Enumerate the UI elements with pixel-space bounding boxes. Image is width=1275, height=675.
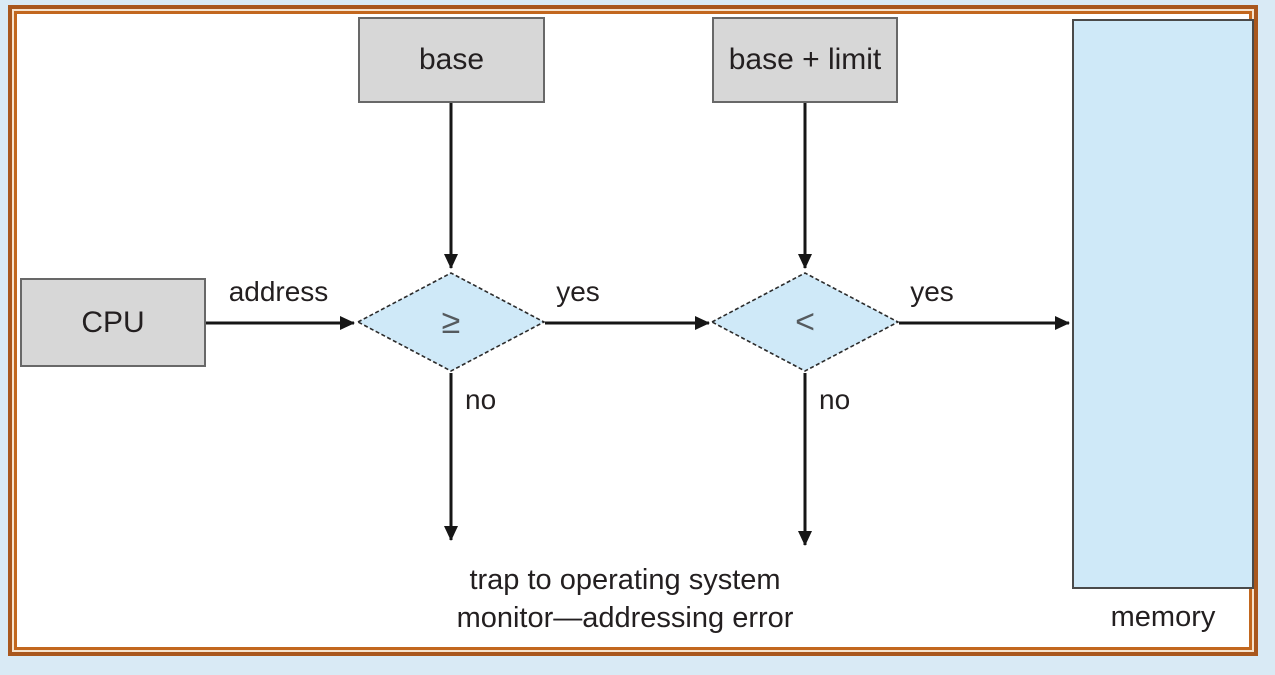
base-register-label: base xyxy=(418,43,485,76)
decision-ge-symbol: ≥ xyxy=(441,302,461,341)
decision-ge-diamond xyxy=(356,272,546,372)
edge-label-lt-yes: yes xyxy=(910,276,954,307)
edge-label-ge-yes: yes xyxy=(556,276,600,307)
memory-node xyxy=(1072,19,1254,589)
trap-note: trap to operating system monitor—address… xyxy=(405,561,845,637)
decision-lt-diamond xyxy=(710,272,900,372)
edge-label-ge-no: no xyxy=(465,384,497,415)
trap-note-line1: trap to operating system xyxy=(469,564,781,596)
trap-note-line2: monitor—addressing error xyxy=(456,602,794,634)
cpu-label: CPU xyxy=(81,305,145,339)
edge-label-address: address xyxy=(228,276,329,307)
base-register-node: base xyxy=(358,17,545,103)
base-plus-limit-register-label: base + limit xyxy=(728,43,882,76)
cpu-node: CPU xyxy=(20,278,206,367)
slide-frame xyxy=(8,5,1258,656)
memory-label: memory xyxy=(1110,601,1216,633)
edge-label-lt-no: no xyxy=(819,384,851,415)
decision-lt-symbol: < xyxy=(795,302,815,341)
base-plus-limit-register-node: base + limit xyxy=(712,17,898,103)
